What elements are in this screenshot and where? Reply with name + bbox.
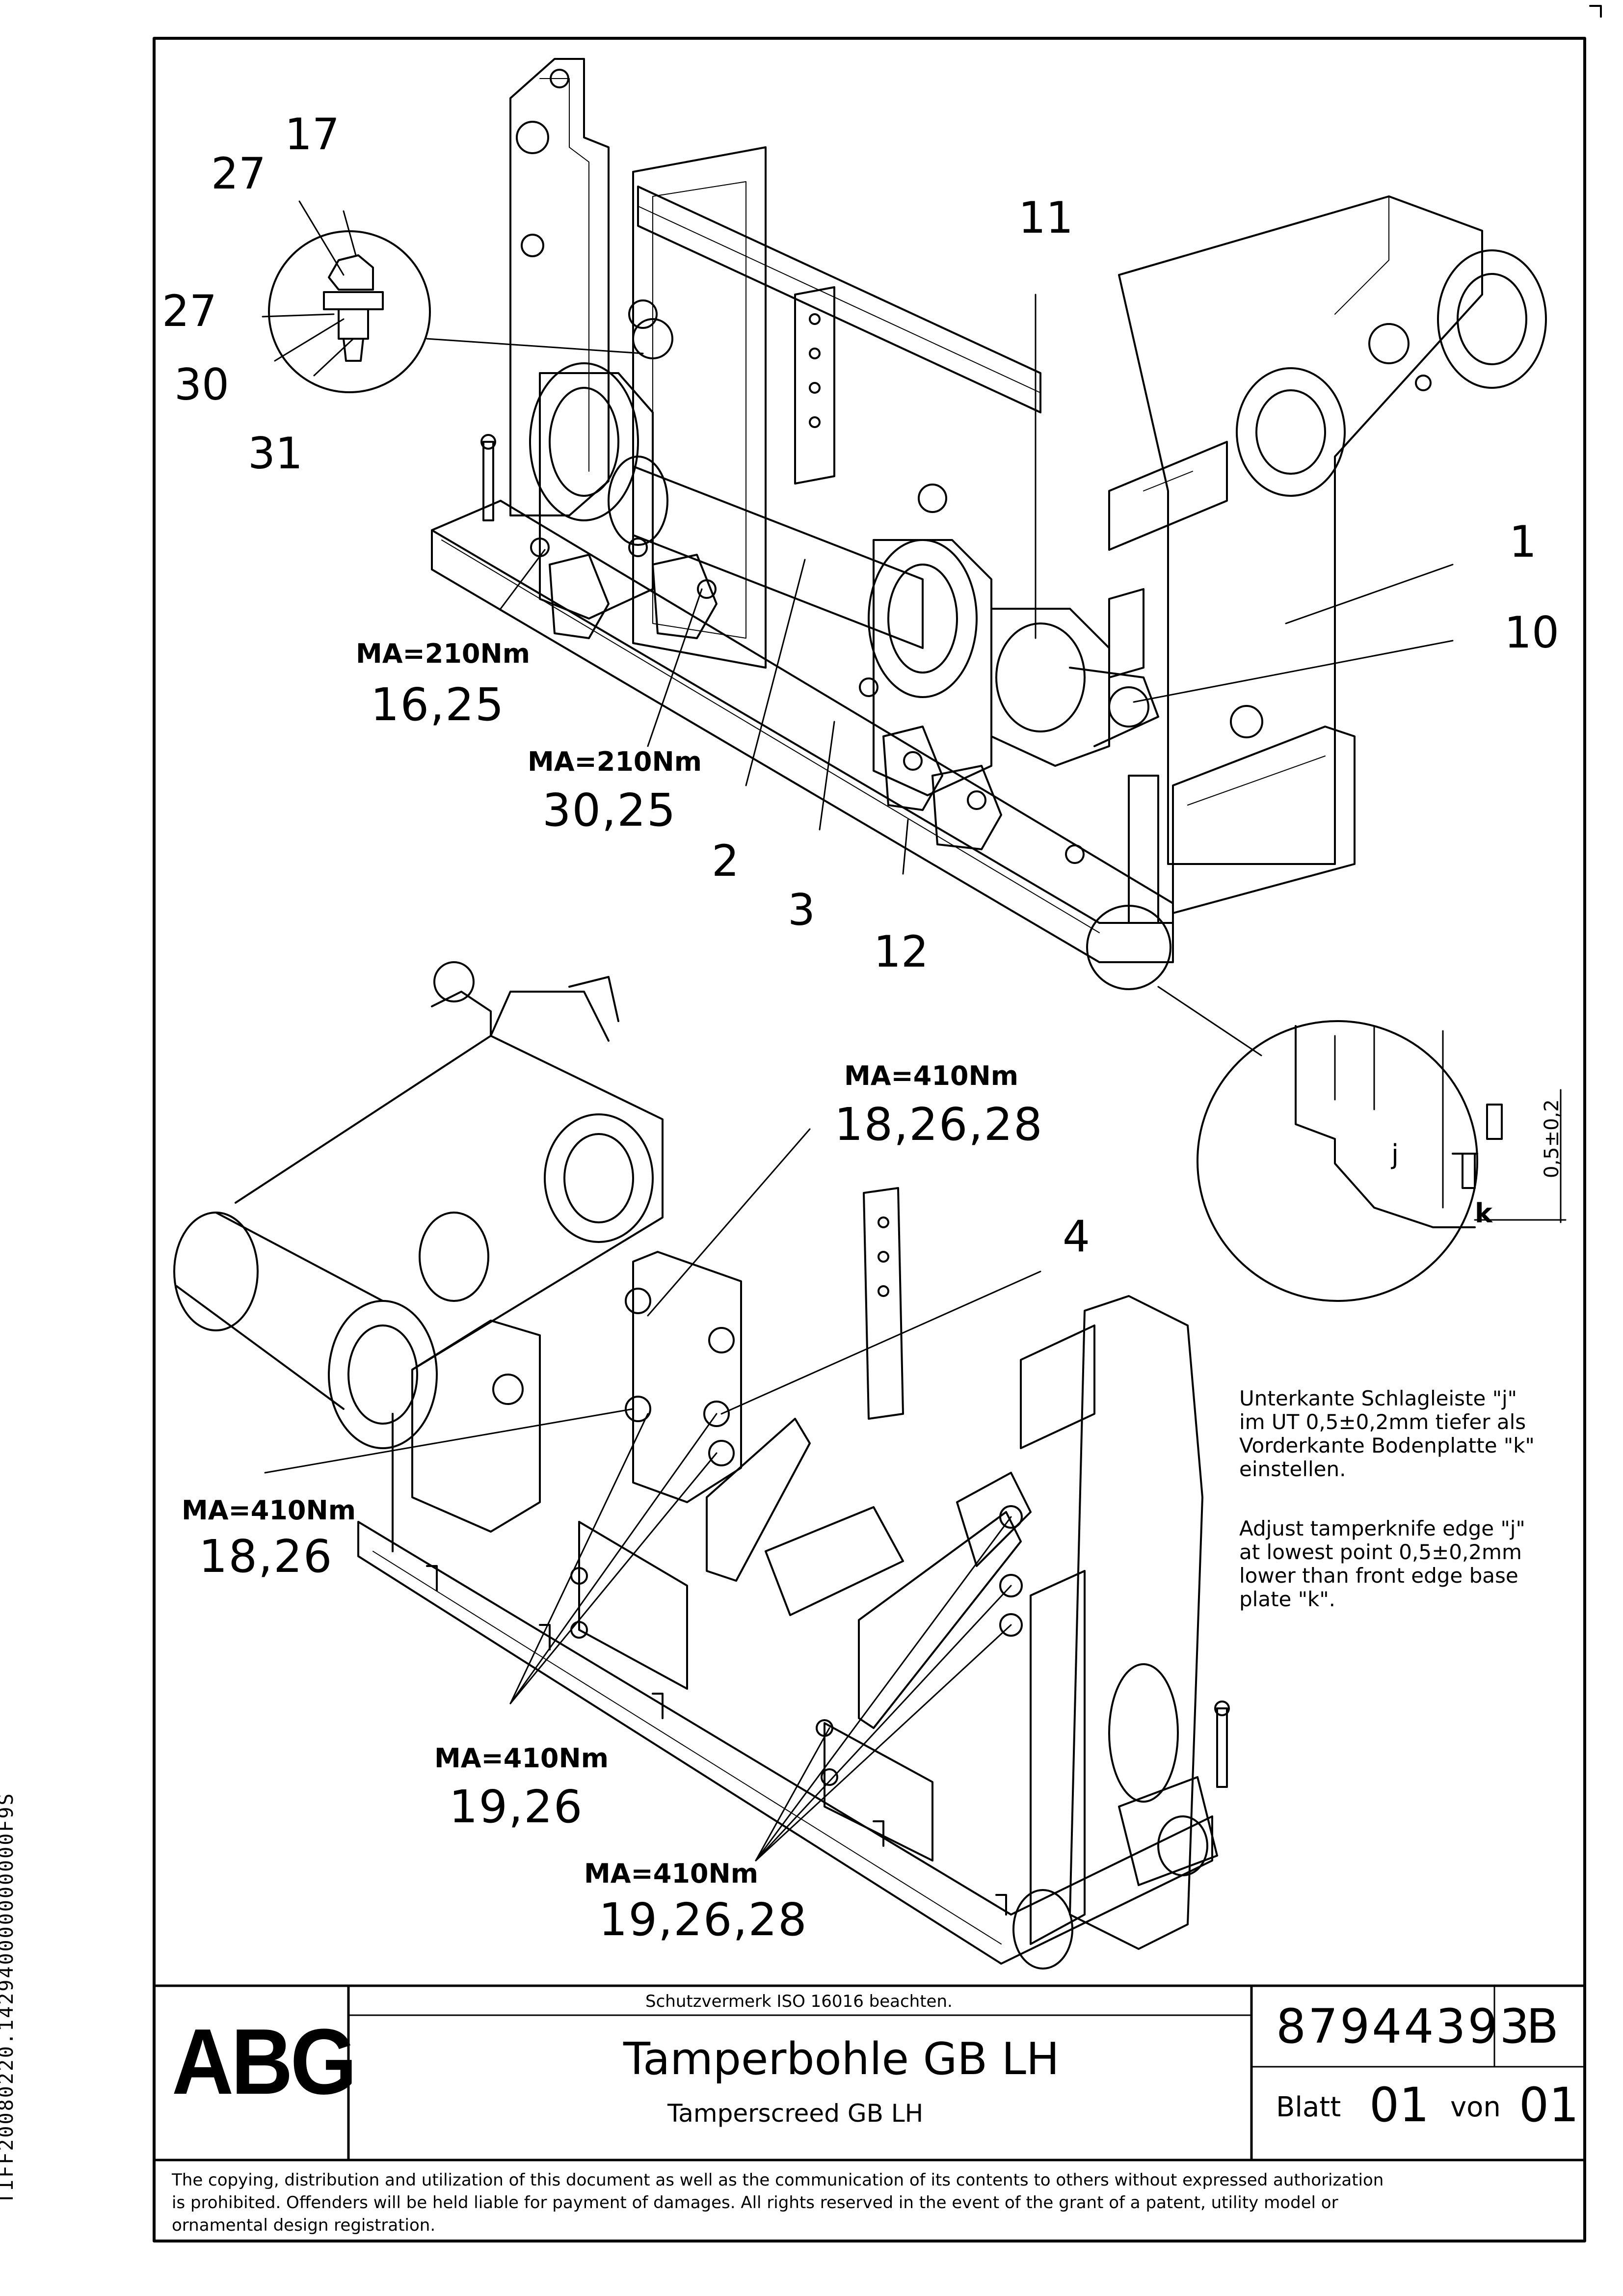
callout-11: 11 bbox=[1018, 192, 1073, 243]
drawing-title: Tamperbohle GB LH bbox=[623, 2033, 1060, 2085]
copyright-notice: The copying, distribution and utilizatio… bbox=[172, 2170, 1384, 2235]
adjustment-note-de: Unterkante Schlagleiste "j" im UT 0,5±0,… bbox=[1239, 1386, 1535, 1481]
protection-notice: Schutzvermerk ISO 16016 beachten. bbox=[645, 1992, 953, 2011]
callout-27: 27 bbox=[211, 148, 266, 199]
torque-refs: 16,25 bbox=[371, 678, 505, 731]
torque-value: MA=410Nm bbox=[584, 1858, 758, 1889]
corner-mark bbox=[1589, 5, 1602, 18]
leader-lines-top bbox=[262, 200, 1454, 1056]
sheet-number: 01 bbox=[1369, 2078, 1430, 2133]
callout-27: 27 bbox=[162, 286, 217, 336]
callout-30: 30 bbox=[174, 359, 229, 410]
callout-17: 17 bbox=[285, 109, 340, 160]
callout-12: 12 bbox=[874, 926, 929, 977]
callout-10: 10 bbox=[1504, 607, 1559, 658]
callout-2: 2 bbox=[712, 836, 739, 886]
torque-value: MA=410Nm bbox=[182, 1495, 356, 1526]
sheet-label: Blatt bbox=[1276, 2091, 1341, 2123]
torque-value: MA=210Nm bbox=[528, 746, 702, 777]
side-file-code: TIFF20080220.142940000000000F9S bbox=[0, 1792, 18, 2204]
detail-marker-bolt bbox=[268, 230, 431, 393]
revision-letter: B bbox=[1526, 1999, 1559, 2054]
detail-label-j: j bbox=[1391, 1139, 1399, 1170]
torque-value: MA=410Nm bbox=[434, 1743, 609, 1774]
of-label: von bbox=[1450, 2091, 1501, 2123]
torque-value: MA=210Nm bbox=[356, 638, 530, 669]
bolt-detail bbox=[323, 254, 384, 362]
callout-3: 3 bbox=[788, 885, 815, 935]
torque-refs: 18,26,28 bbox=[834, 1098, 1043, 1151]
callout-1: 1 bbox=[1509, 516, 1537, 567]
detail-marker-edge bbox=[1086, 905, 1171, 990]
bottom-assembly-view bbox=[173, 961, 1230, 1970]
torque-refs: 18,26 bbox=[199, 1530, 333, 1583]
detail-label-k: k bbox=[1475, 1198, 1492, 1229]
detail-dimension: 0,5±0,2 bbox=[1541, 1099, 1563, 1178]
title-block-lines bbox=[153, 1984, 1586, 2161]
adjustment-note-en: Adjust tamperknife edge "j" at lowest po… bbox=[1239, 1516, 1525, 1611]
abg-logo: ABG bbox=[172, 2010, 357, 2114]
leader-lines-bottom bbox=[264, 1128, 1041, 1862]
callout-4: 4 bbox=[1063, 1211, 1090, 1262]
sheet-frame bbox=[153, 37, 1586, 2242]
callout-31: 31 bbox=[248, 428, 303, 479]
sheet-total: 01 bbox=[1519, 2078, 1579, 2133]
top-assembly-view bbox=[268, 58, 1547, 990]
torque-value: MA=410Nm bbox=[844, 1060, 1018, 1091]
drawing-subtitle: Tamperscreed GB LH bbox=[667, 2099, 924, 2128]
torque-refs: 19,26 bbox=[449, 1781, 584, 1833]
torque-refs: 30,25 bbox=[542, 784, 677, 837]
detail-view-edge bbox=[1197, 1020, 1567, 1302]
document-number: 87944393 bbox=[1276, 1999, 1532, 2054]
torque-refs: 19,26,28 bbox=[599, 1893, 808, 1946]
